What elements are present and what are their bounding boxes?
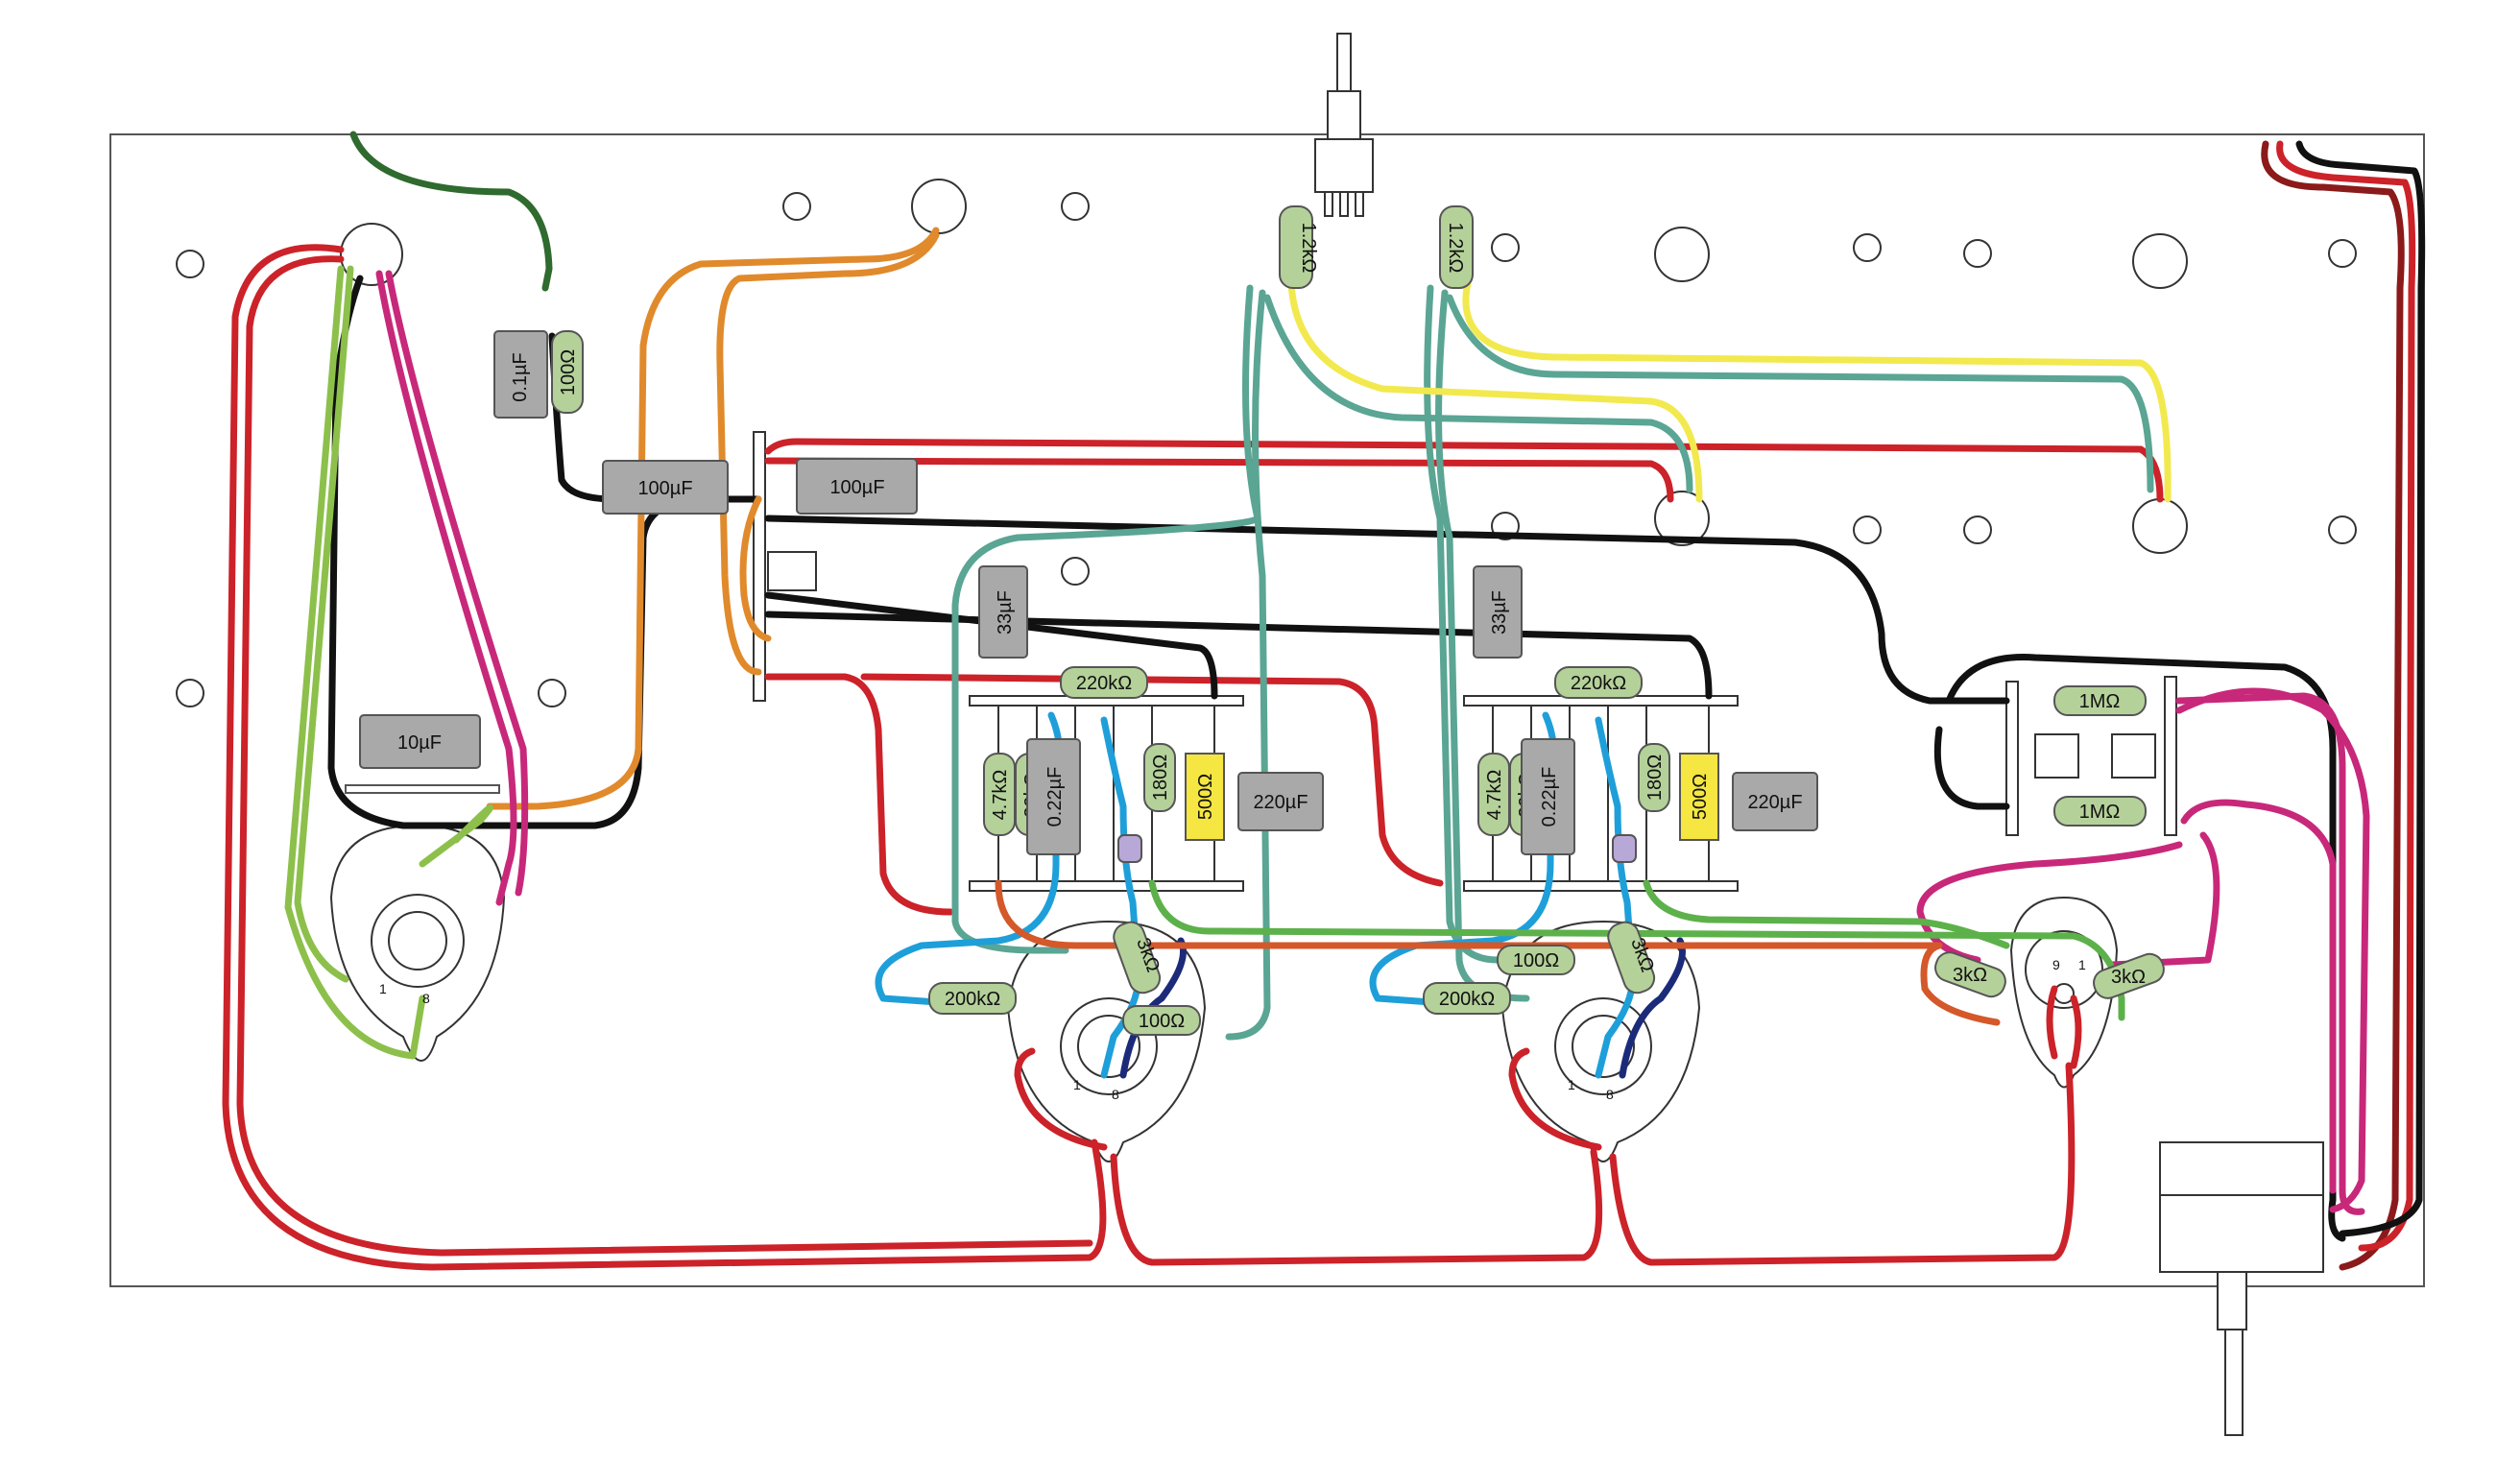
svg-text:0.22µF: 0.22µF	[1044, 767, 1066, 827]
resistor-3k-right: 3kΩ	[2093, 952, 2165, 999]
svg-text:100Ω: 100Ω	[558, 349, 579, 395]
svg-text:1: 1	[379, 981, 387, 996]
capacitor-10uf: 10µF	[345, 714, 500, 794]
toggle-switch	[1314, 33, 1374, 217]
svg-text:3kΩ: 3kΩ	[1953, 965, 1987, 986]
svg-text:200kΩ: 200kΩ	[945, 989, 1000, 1010]
svg-text:9: 9	[2052, 957, 2060, 972]
resistor-1m-a: 1MΩ	[2053, 685, 2147, 716]
resistor-1k2-b: 1.2kΩ	[1439, 205, 1474, 289]
svg-text:200kΩ: 200kΩ	[1439, 989, 1495, 1010]
svg-text:1: 1	[2078, 957, 2086, 972]
resistor-1m-b: 1MΩ	[2053, 796, 2147, 827]
capacitor-100uf-b: 100µF	[796, 458, 918, 515]
wires	[222, 131, 2426, 1271]
svg-text:220µF: 220µF	[1747, 792, 1802, 813]
svg-text:100µF: 100µF	[829, 477, 884, 498]
svg-text:500Ω: 500Ω	[1690, 774, 1711, 820]
svg-text:1MΩ: 1MΩ	[2079, 691, 2121, 712]
svg-text:100µF: 100µF	[637, 478, 692, 499]
ch2-components: 33µF 220kΩ 4.7kΩ 39kΩ 0.22µF 180Ω 500Ω 2…	[1423, 565, 1818, 1015]
svg-text:1: 1	[1073, 1077, 1081, 1092]
svg-text:1MΩ: 1MΩ	[2079, 802, 2121, 823]
svg-text:33µF: 33µF	[995, 590, 1016, 635]
svg-text:4.7kΩ: 4.7kΩ	[990, 770, 1011, 821]
svg-text:0.1µF: 0.1µF	[510, 352, 531, 402]
svg-text:3kΩ: 3kΩ	[2111, 967, 2146, 988]
capacitor-100uf-a: 100µF	[602, 460, 729, 515]
svg-text:100Ω: 100Ω	[1139, 1011, 1185, 1032]
svg-text:100Ω: 100Ω	[1513, 950, 1559, 971]
tube-socket-left	[329, 824, 506, 1062]
ch1-components: 33µF 220kΩ 4.7kΩ 39kΩ 0.22µF 180Ω 500Ω 2…	[928, 565, 1324, 1036]
svg-text:220kΩ: 220kΩ	[1076, 673, 1132, 694]
volume-pot	[2159, 1141, 2324, 1436]
svg-text:4.7kΩ: 4.7kΩ	[1484, 770, 1505, 821]
mounting-holes	[176, 179, 2357, 707]
svg-text:33µF: 33µF	[1489, 590, 1510, 635]
svg-text:220µF: 220µF	[1253, 792, 1308, 813]
tag-strip-right	[2005, 676, 2177, 836]
svg-text:220kΩ: 220kΩ	[1571, 673, 1626, 694]
svg-text:10µF: 10µF	[397, 732, 442, 754]
svg-text:8: 8	[1606, 1087, 1614, 1102]
svg-text:1.2kΩ: 1.2kΩ	[1445, 223, 1466, 274]
svg-text:8: 8	[422, 991, 430, 1006]
resistor-100-top: 100Ω	[551, 330, 584, 414]
svg-text:1: 1	[1568, 1077, 1575, 1092]
svg-text:0.22µF: 0.22µF	[1539, 767, 1560, 827]
capacitor-0uf1: 0.1µF	[493, 330, 548, 419]
svg-text:1.2kΩ: 1.2kΩ	[1298, 223, 1319, 274]
svg-text:180Ω: 180Ω	[1150, 755, 1171, 801]
pin-labels: 1 8 1 8 1 8 9 1	[379, 957, 2086, 1102]
resistor-1k2-a: 1.2kΩ	[1279, 205, 1319, 289]
svg-text:8: 8	[1112, 1087, 1119, 1102]
svg-text:180Ω: 180Ω	[1644, 755, 1666, 801]
resistor-3k-left: 3kΩ	[1934, 951, 2006, 998]
svg-text:500Ω: 500Ω	[1195, 774, 1216, 820]
